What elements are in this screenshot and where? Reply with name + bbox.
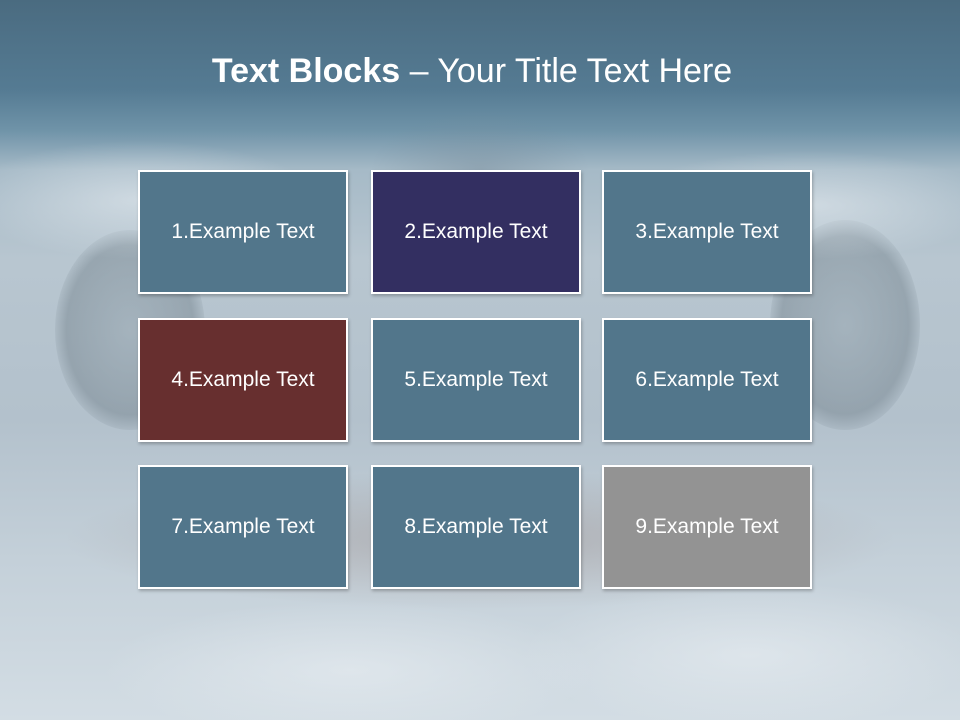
text-block-5[interactable]: 5.Example Text [371,318,581,442]
text-block-label: 1.Example Text [171,220,315,243]
background-cloud [100,600,600,720]
text-block-2[interactable]: 2.Example Text [371,170,581,294]
text-block-label: 3.Example Text [635,220,779,243]
text-block-1[interactable]: 1.Example Text [138,170,348,294]
text-block-9[interactable]: 9.Example Text [602,465,812,589]
text-block-label: 6.Example Text [635,368,779,391]
text-block-label: 2.Example Text [404,220,548,243]
background-cloud [520,580,960,720]
text-block-label: 9.Example Text [635,515,779,538]
title-bold-part: Text Blocks [211,52,401,90]
text-block-7[interactable]: 7.Example Text [138,465,348,589]
text-block-6[interactable]: 6.Example Text [602,318,812,442]
text-block-8[interactable]: 8.Example Text [371,465,581,589]
slide-title[interactable]: Text Blocks – Your Title Text Here [0,52,944,91]
text-block-grid: 1.Example Text 2.Example Text 3.Example … [138,170,816,594]
text-block-3[interactable]: 3.Example Text [602,170,812,294]
text-block-label: 8.Example Text [404,515,548,538]
text-block-label: 7.Example Text [171,515,315,538]
text-block-label: 4.Example Text [171,368,315,391]
title-rest-part: – Your Title Text Here [400,52,733,90]
text-block-4[interactable]: 4.Example Text [138,318,348,442]
text-block-label: 5.Example Text [404,368,548,391]
